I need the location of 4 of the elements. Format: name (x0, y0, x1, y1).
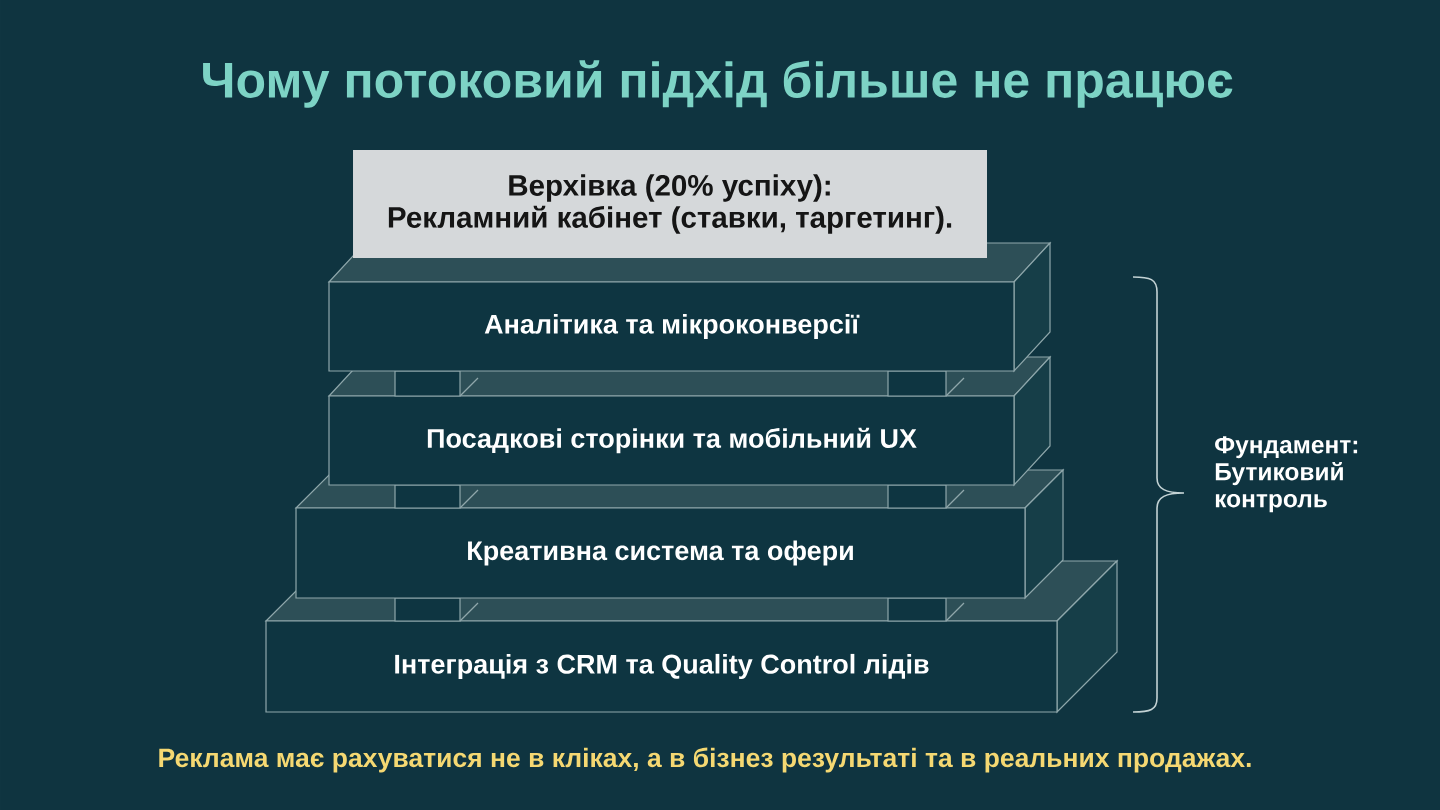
title: Чому потоковий підхід більше не працює (203, 60, 1233, 108)
top-box: Верхівка (20% успіху): Рекламний кабінет (ставки, таргетинг). (353, 150, 987, 258)
caption: Реклама має рахуватися не в кліках, а в бізнез результаті та в реальних продажах. (159, 747, 1251, 773)
side-label: Фундамент: Бутиковий контроль (1215, 436, 1358, 513)
